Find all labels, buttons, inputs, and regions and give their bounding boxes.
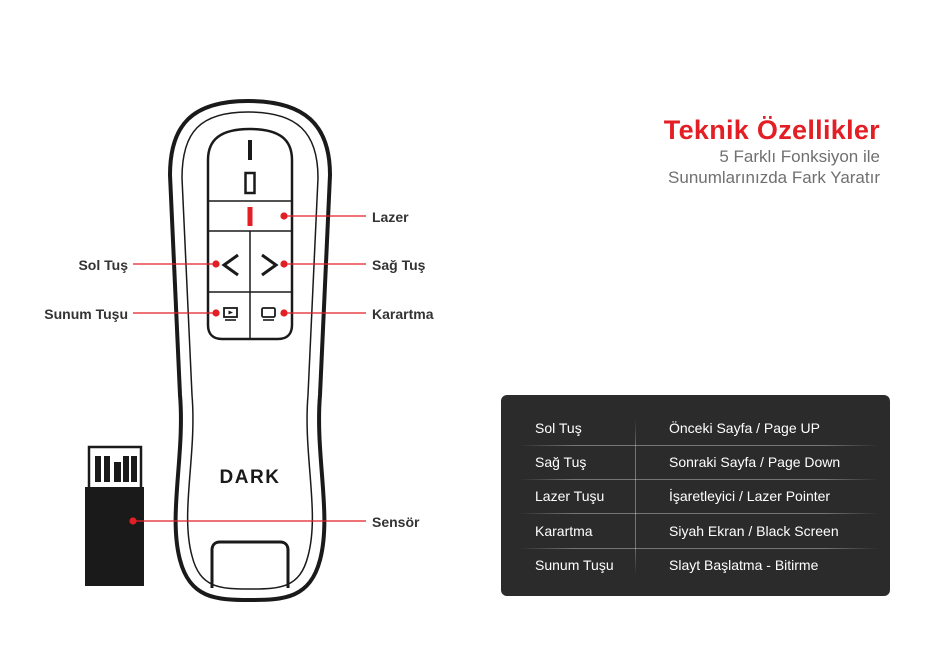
row-divider xyxy=(519,548,879,549)
row-button-name: Sağ Tuş xyxy=(535,454,587,470)
laser-mark xyxy=(247,207,253,226)
callout-karartma: Karartma xyxy=(372,306,434,322)
presentation-icon xyxy=(223,307,238,321)
blank-screen-icon xyxy=(261,307,276,321)
specs-title: Teknik Özellikler xyxy=(663,115,880,145)
table-row: Sağ Tuş Sonraki Sayfa / Page Down xyxy=(501,445,890,479)
callout-lazer: Lazer xyxy=(372,209,409,225)
specs-subtitle-line2: Sunumlarınızda Fark Yaratır xyxy=(668,168,880,187)
battery-cover xyxy=(210,540,290,588)
specs-subtitle-line1: 5 Farklı Fonksiyon ile xyxy=(719,147,880,166)
usb-receiver xyxy=(85,445,144,586)
specs-heading: Teknik Özellikler 5 Farklı Fonksiyon ile… xyxy=(664,114,880,188)
row-function: Önceki Sayfa / Page UP xyxy=(669,420,820,436)
right-arrow-icon xyxy=(261,253,279,277)
table-row: Lazer Tuşu İşaretleyici / Lazer Pointer xyxy=(501,479,890,513)
table-row: Sunum Tuşu Slayt Başlatma - Bitirme xyxy=(501,548,890,582)
row-function: İşaretleyici / Lazer Pointer xyxy=(669,488,831,504)
row-divider xyxy=(519,445,879,446)
spec-table: Sol Tuş Önceki Sayfa / Page UP Sağ Tuş S… xyxy=(501,395,890,596)
remote-inner-outline xyxy=(181,111,319,590)
table-column-divider xyxy=(635,419,636,575)
row-function: Siyah Ekran / Black Screen xyxy=(669,523,839,539)
left-arrow-icon xyxy=(221,253,239,277)
row-function: Sonraki Sayfa / Page Down xyxy=(669,454,841,470)
row-button-name: Sunum Tuşu xyxy=(535,557,614,573)
row-function: Slayt Başlatma - Bitirme xyxy=(669,557,819,573)
row-divider xyxy=(519,513,879,514)
power-off-mark xyxy=(244,171,256,195)
row-button-name: Lazer Tuşu xyxy=(535,488,605,504)
callout-sag-tus: Sağ Tuş xyxy=(372,257,426,273)
table-row: Sol Tuş Önceki Sayfa / Page UP xyxy=(501,411,890,445)
power-on-mark xyxy=(248,140,252,160)
row-button-name: Sol Tuş xyxy=(535,420,582,436)
table-row: Karartma Siyah Ekran / Black Screen xyxy=(501,514,890,548)
callout-sol-tus: Sol Tuş xyxy=(78,257,128,273)
device-brand-logo: DARK xyxy=(219,467,281,488)
callout-sensor: Sensör xyxy=(372,514,420,530)
row-divider xyxy=(519,479,879,480)
callout-sunum-tusu: Sunum Tuşu xyxy=(44,306,128,322)
row-button-name: Karartma xyxy=(535,523,593,539)
